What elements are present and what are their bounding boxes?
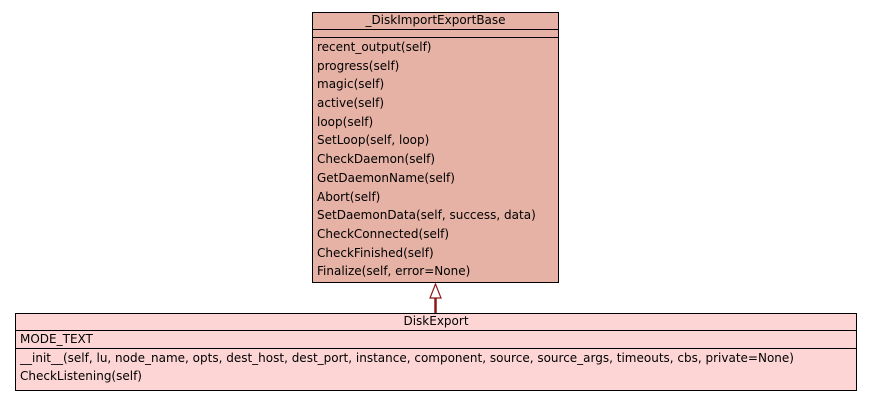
method-row: __init__(self, lu, node_name, opts, dest… (20, 351, 794, 365)
method-row: magic(self) (317, 77, 385, 92)
attribute-row: MODE_TEXT (20, 332, 93, 346)
method-row: CheckListening(self) (20, 369, 142, 383)
inheritance-arrowhead (429, 282, 442, 299)
method-row: CheckConnected(self) (317, 226, 450, 241)
base-class-name: _DiskImportExportBase (313, 13, 558, 30)
derived-class-name: DiskExport (16, 314, 856, 331)
method-row: Abort(self) (317, 189, 381, 204)
method-row: GetDaemonName(self) (317, 170, 455, 185)
method-row: recent_output(self) (317, 40, 432, 54)
method-row: active(self) (317, 96, 385, 111)
method-row: loop(self) (317, 114, 374, 129)
method-row: CheckFinished(self) (317, 245, 434, 260)
base-class-attributes (313, 30, 558, 38)
derived-class-methods: __init__(self, lu, node_name, opts, dest… (16, 349, 856, 385)
method-row: CheckDaemon(self) (317, 152, 436, 167)
derived-class-box: DiskExport MODE_TEXT __init__(self, lu, … (15, 313, 857, 391)
base-class-box: _DiskImportExportBase recent_output(self… (312, 12, 559, 283)
derived-class-attributes: MODE_TEXT (16, 331, 856, 349)
method-row: SetDaemonData(self, success, data) (317, 208, 536, 223)
base-class-methods: recent_output(self) progress(self) magic… (313, 38, 558, 281)
method-row: Finalize(self, error=None) (317, 264, 471, 279)
method-row: SetLoop(self, loop) (317, 133, 430, 148)
method-row: progress(self) (317, 58, 400, 73)
